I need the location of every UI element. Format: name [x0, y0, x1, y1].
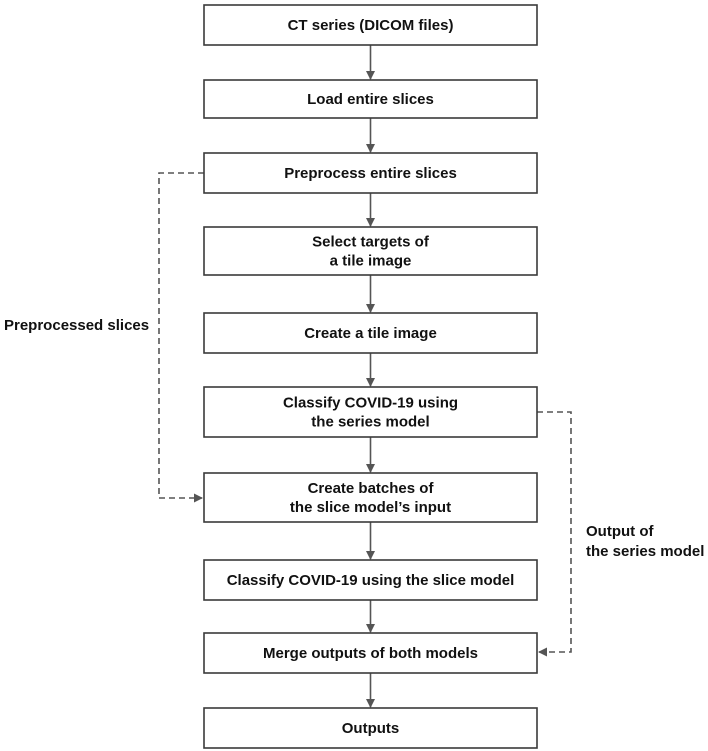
node-label: Preprocess entire slices — [284, 165, 457, 182]
node-create-batches: Create batches of the slice model’s input — [203, 472, 538, 523]
node-label: Select targets of — [312, 234, 430, 251]
node-box — [203, 559, 538, 601]
series-output-connector — [537, 411, 572, 657]
series-output-label: Output of the series model — [586, 523, 704, 560]
node-ct-series: CT series (DICOM files) — [203, 4, 538, 46]
series-output-label-line-1: Output of — [586, 523, 654, 540]
node-box — [203, 226, 538, 276]
node-load-slices: Load entire slices — [203, 79, 538, 119]
node-label: CT series (DICOM files) — [288, 17, 454, 34]
preprocessed-slices-label-line: Preprocessed slices — [4, 317, 149, 334]
node-label: Classify COVID-19 using the slice model — [227, 572, 515, 589]
node-box — [203, 79, 538, 119]
node-box — [203, 632, 538, 674]
node-box — [203, 386, 538, 438]
preprocessed-slices-label: Preprocessed slices — [4, 317, 149, 334]
node-create-tile: Create a tile image — [203, 312, 538, 354]
node-outputs: Outputs — [203, 707, 538, 749]
node-merge-outputs: Merge outputs of both models — [203, 632, 538, 674]
flowchart-nodes: CT series (DICOM files) Load entire slice… — [203, 4, 538, 749]
node-box — [203, 472, 538, 523]
node-label: Merge outputs of both models — [263, 645, 478, 662]
node-label: a tile image — [330, 253, 412, 270]
node-box — [203, 152, 538, 194]
node-label: Create a tile image — [304, 325, 437, 342]
preprocessed-slices-connector — [158, 172, 204, 503]
node-classify-slice: Classify COVID-19 using the slice model — [203, 559, 538, 601]
series-output-label-line-2: the series model — [586, 543, 704, 560]
node-preprocess-slices: Preprocess entire slices — [203, 152, 538, 194]
node-label: Outputs — [342, 720, 400, 737]
node-box — [203, 312, 538, 354]
node-box — [203, 707, 538, 749]
node-label: Create batches of — [308, 480, 435, 497]
node-box — [203, 4, 538, 46]
node-label: Load entire slices — [307, 91, 434, 108]
node-label: Classify COVID-19 using — [283, 395, 458, 412]
node-label: the series model — [311, 414, 429, 431]
node-label: the slice model’s input — [290, 499, 451, 516]
node-select-targets: Select targets of a tile image — [203, 226, 538, 276]
node-classify-series: Classify COVID-19 using the series model — [203, 386, 538, 438]
